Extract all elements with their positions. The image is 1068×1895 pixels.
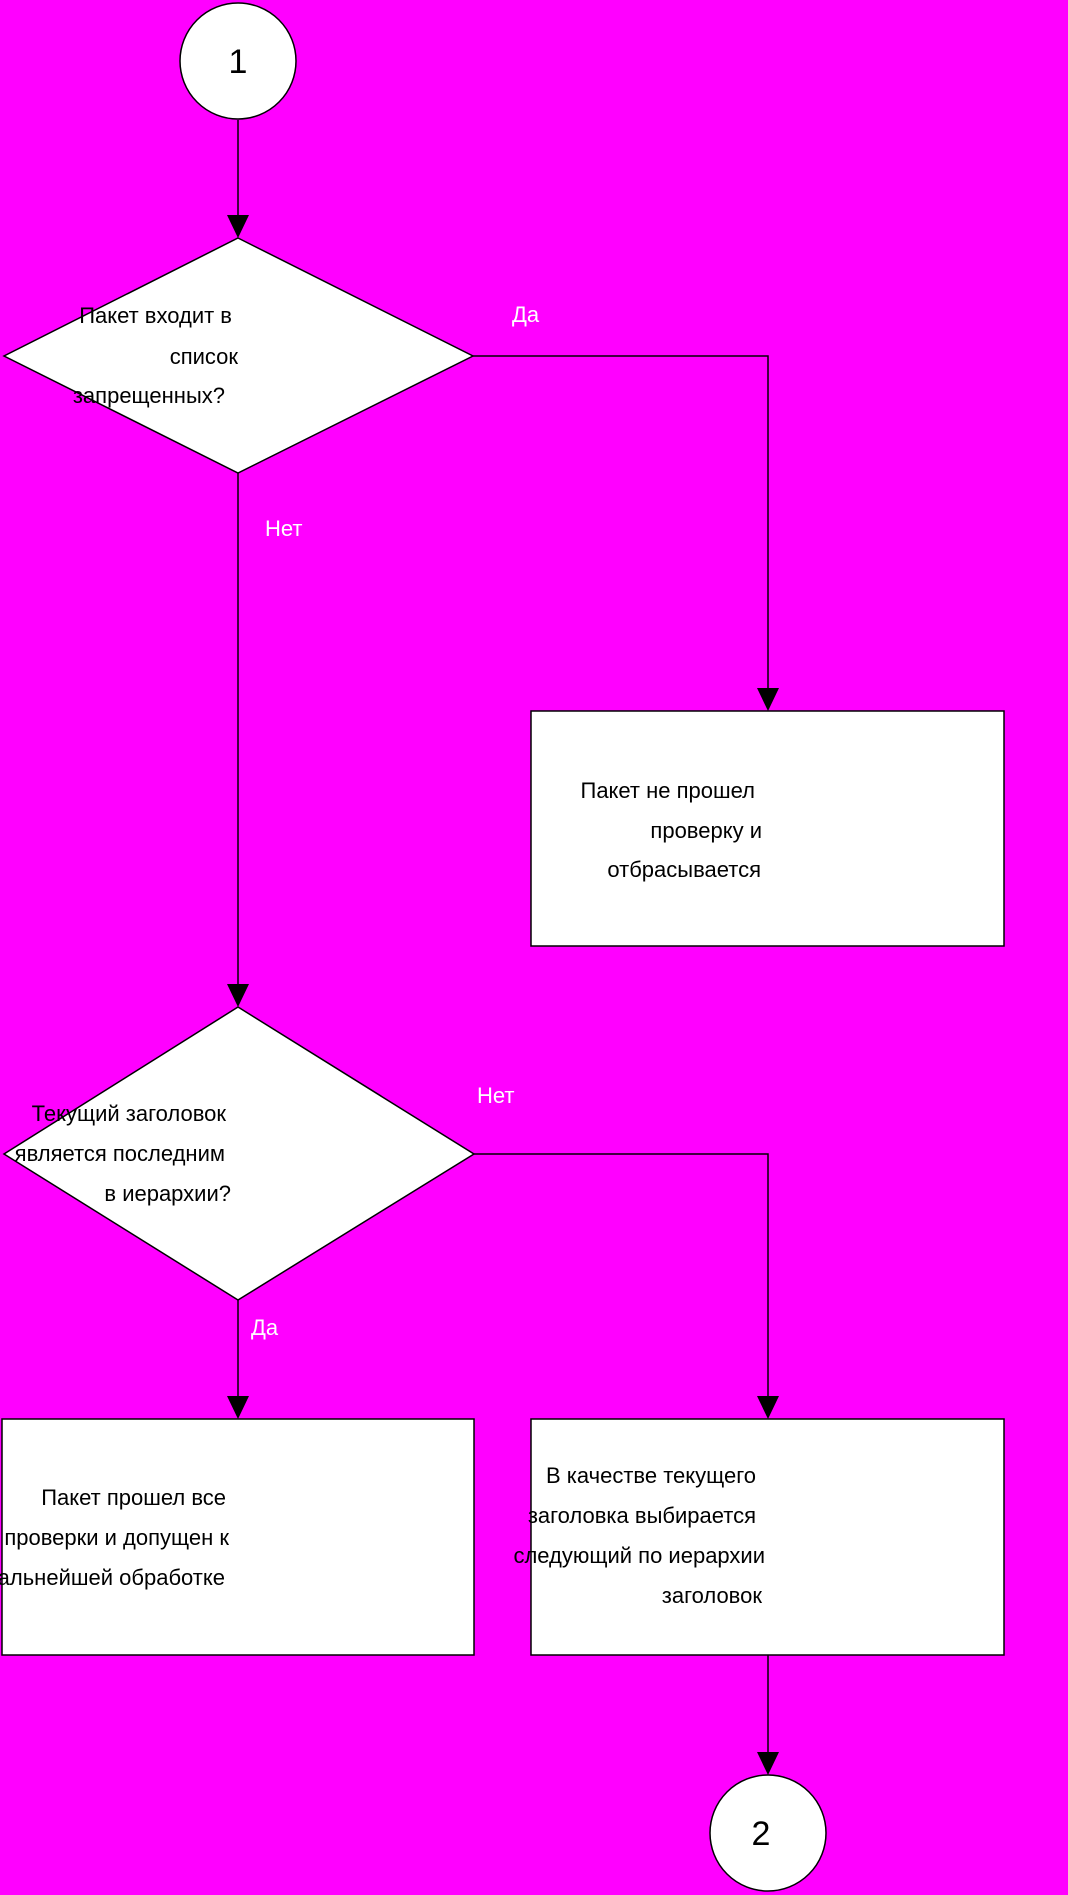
process-packet-accepted: Пакет прошел все проверки и допущен к да… [0, 1418, 475, 1656]
process-rejected-line-3: отбрасывается [607, 857, 761, 882]
edge-decision1-yes [473, 355, 769, 690]
decision-last-header-line-3: в иерархии? [104, 1181, 231, 1206]
process-accepted-line-2: проверки и допущен к [4, 1525, 229, 1550]
arrowhead [227, 984, 249, 1007]
process-next-header-line-4: заголовок [662, 1583, 763, 1608]
process-packet-rejected: Пакет не прошел проверку и отбрасывается [530, 710, 1005, 947]
start-connector-label: 1 [229, 43, 248, 81]
process-accepted-line-1: Пакет прошел все [41, 1485, 226, 1510]
process-next-header-line-3: следующий по иерархии [513, 1543, 765, 1568]
process-next-header-line-2: заголовка выбирается [528, 1503, 756, 1528]
decision-forbidden-list: Пакет входит в список запрещенных? [2, 237, 475, 474]
decision-forbidden-line-2: список [170, 344, 239, 369]
edge-label-yes-1: Да [512, 302, 540, 327]
process-rejected-line-1: Пакет не прошел [581, 778, 756, 803]
arrowhead [227, 215, 249, 238]
arrowhead [227, 1396, 249, 1419]
decision-last-header-line-2: является последним [15, 1141, 225, 1166]
arrowhead [757, 1752, 779, 1775]
decision-forbidden-line-3: запрещенных? [73, 383, 225, 408]
decision-last-header: Текущий заголовок является последним в и… [2, 1006, 476, 1301]
process-next-header: В качестве текущего заголовка выбирается… [513, 1418, 1005, 1656]
edge-label-yes-2: Да [251, 1315, 279, 1340]
edge-label-no-2: Нет [477, 1083, 514, 1108]
arrowhead [757, 688, 779, 711]
edge-decision2-no [474, 1153, 769, 1397]
decision-forbidden-line-1: Пакет входит в [79, 303, 232, 328]
process-accepted-line-3: дальнейшей обработке [0, 1565, 225, 1590]
end-connector: 2 [709, 1774, 827, 1892]
edge-label-no-1: Нет [265, 516, 302, 541]
end-connector-label: 2 [752, 1815, 771, 1853]
process-rejected-line-2: проверку и [650, 818, 762, 843]
start-connector: 1 [179, 2, 297, 120]
decision-last-header-line-1: Текущий заголовок [32, 1101, 227, 1126]
process-next-header-line-1: В качестве текущего [546, 1463, 756, 1488]
arrowhead [757, 1396, 779, 1419]
